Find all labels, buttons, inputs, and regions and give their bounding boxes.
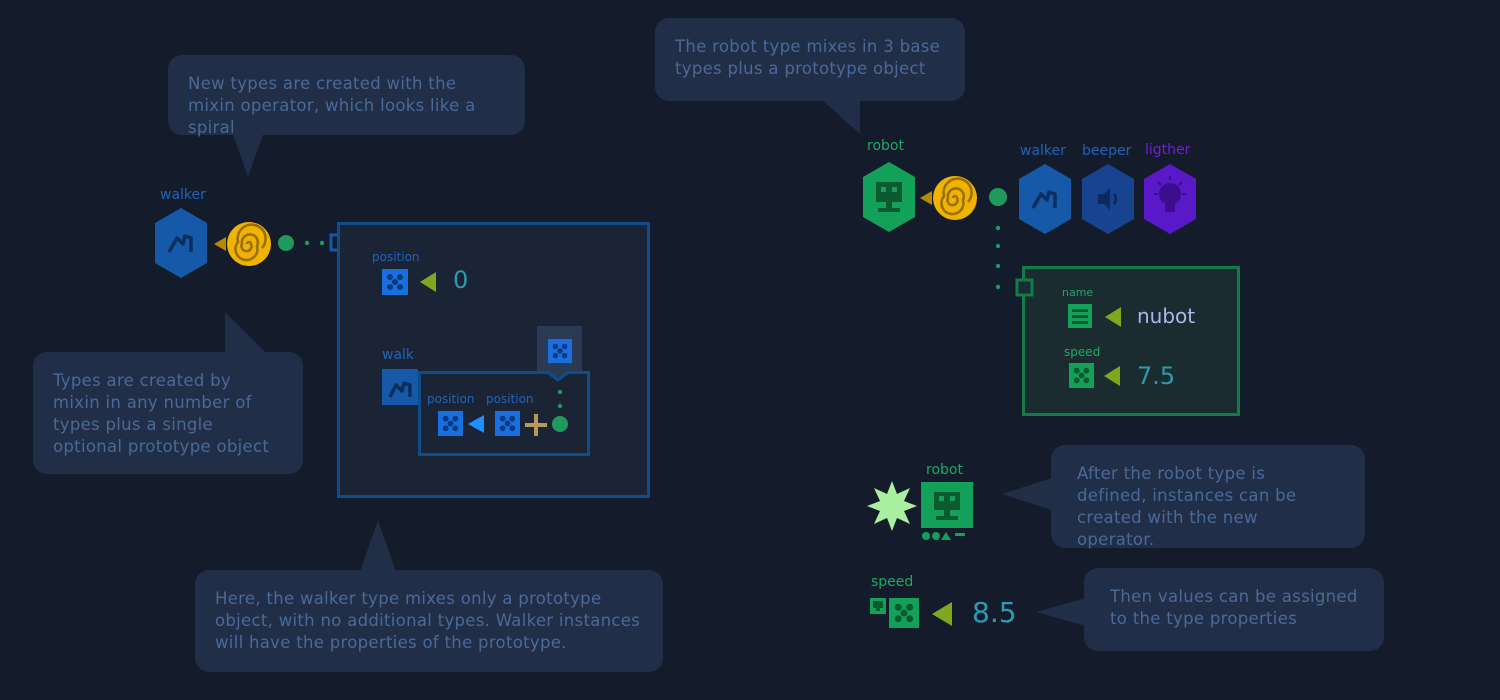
robot-type-label: robot <box>867 138 904 154</box>
speed-assign-arrow-icon <box>1104 366 1120 386</box>
position-block-icon[interactable] <box>382 269 408 295</box>
inner-position-block-icon-2[interactable] <box>495 411 520 436</box>
assign-values-text: Then values can be assigned to the type … <box>1110 587 1358 628</box>
inner-connector-dots <box>552 389 568 432</box>
walk-function-icon[interactable] <box>382 369 418 405</box>
base-type-walker-label: walker <box>1020 143 1066 159</box>
inner-position-label-2: position <box>486 392 534 406</box>
walker-prototype-text: Here, the walker type mixes only a proto… <box>215 589 641 652</box>
walker-type-label: walker <box>160 187 206 203</box>
position-value: 0 <box>453 266 469 294</box>
speed-value: 7.5 <box>1137 362 1176 390</box>
walker-hexagon-icon[interactable] <box>155 208 207 278</box>
walk-label: walk <box>382 347 415 363</box>
speed-number-block-icon[interactable] <box>1069 363 1094 388</box>
beeper-base-hexagon-icon[interactable] <box>1082 164 1134 234</box>
robot-mini-icon[interactable] <box>870 598 886 614</box>
robot-box-anchor <box>1015 278 1034 297</box>
walker-base-hexagon-icon[interactable] <box>1019 164 1071 234</box>
inner-assign-arrow-icon <box>468 415 484 433</box>
types-mixin-text: Types are created by mixin in any number… <box>53 371 270 456</box>
robot-mixin-spiral-icon[interactable] <box>918 174 980 222</box>
robot-instance-icon[interactable] <box>921 482 975 542</box>
name-text-block-icon[interactable] <box>1068 304 1092 328</box>
assign-speed-block-icon[interactable] <box>889 598 919 628</box>
assign-values-bubble: Then values can be assigned to the type … <box>1084 568 1384 651</box>
walker-prototype-bubble: Here, the walker type mixes only a proto… <box>195 570 663 672</box>
robot-hexagon-icon[interactable] <box>863 162 915 232</box>
bubble-tail <box>1036 598 1086 626</box>
name-label: name <box>1062 286 1094 299</box>
robot-prototype-box <box>1022 266 1240 416</box>
inner-position-label-1: position <box>427 392 475 406</box>
plus-operator-icon[interactable] <box>524 413 548 437</box>
base-type-beeper-label: beeper <box>1082 143 1132 159</box>
mixin-operator-text: New types are created with the mixin ope… <box>188 74 476 137</box>
robot-mixes-text: The robot type mixes in 3 base types plu… <box>675 37 941 78</box>
base-type-lighter-label: ligther <box>1145 142 1191 158</box>
assign-speed-arrow-icon <box>932 602 952 626</box>
assign-arrow-icon <box>420 272 436 292</box>
bubble-tail <box>822 100 860 134</box>
walk-body-notch <box>546 368 570 382</box>
lighter-base-hexagon-icon[interactable] <box>1144 164 1196 234</box>
new-operator-icon[interactable] <box>866 480 918 532</box>
bubble-tail <box>225 312 267 354</box>
inner-position-block-icon[interactable] <box>438 411 463 436</box>
position-label: position <box>372 250 420 264</box>
speed-label: speed <box>1064 345 1101 359</box>
robot-connector-dots <box>989 188 1007 290</box>
result-block-icon[interactable] <box>548 339 572 363</box>
mixin-spiral-icon[interactable] <box>212 220 274 268</box>
assign-speed-label: speed <box>871 574 914 590</box>
robot-mixes-bubble: The robot type mixes in 3 base types plu… <box>655 18 965 101</box>
robot-instances-bubble: After the robot type is defined, instanc… <box>1051 445 1365 549</box>
name-value: nubot <box>1137 304 1196 328</box>
bubble-tail <box>1002 478 1052 510</box>
name-assign-arrow-icon <box>1105 307 1121 327</box>
instance-type-label: robot <box>926 462 963 478</box>
bubble-tail <box>360 520 396 572</box>
assign-speed-value: 8.5 <box>972 596 1017 629</box>
types-mixin-bubble: Types are created by mixin in any number… <box>33 352 303 474</box>
bubble-tail <box>233 135 263 177</box>
robot-instances-text: After the robot type is defined, instanc… <box>1077 464 1297 549</box>
mixin-operator-bubble: New types are created with the mixin ope… <box>168 55 525 137</box>
